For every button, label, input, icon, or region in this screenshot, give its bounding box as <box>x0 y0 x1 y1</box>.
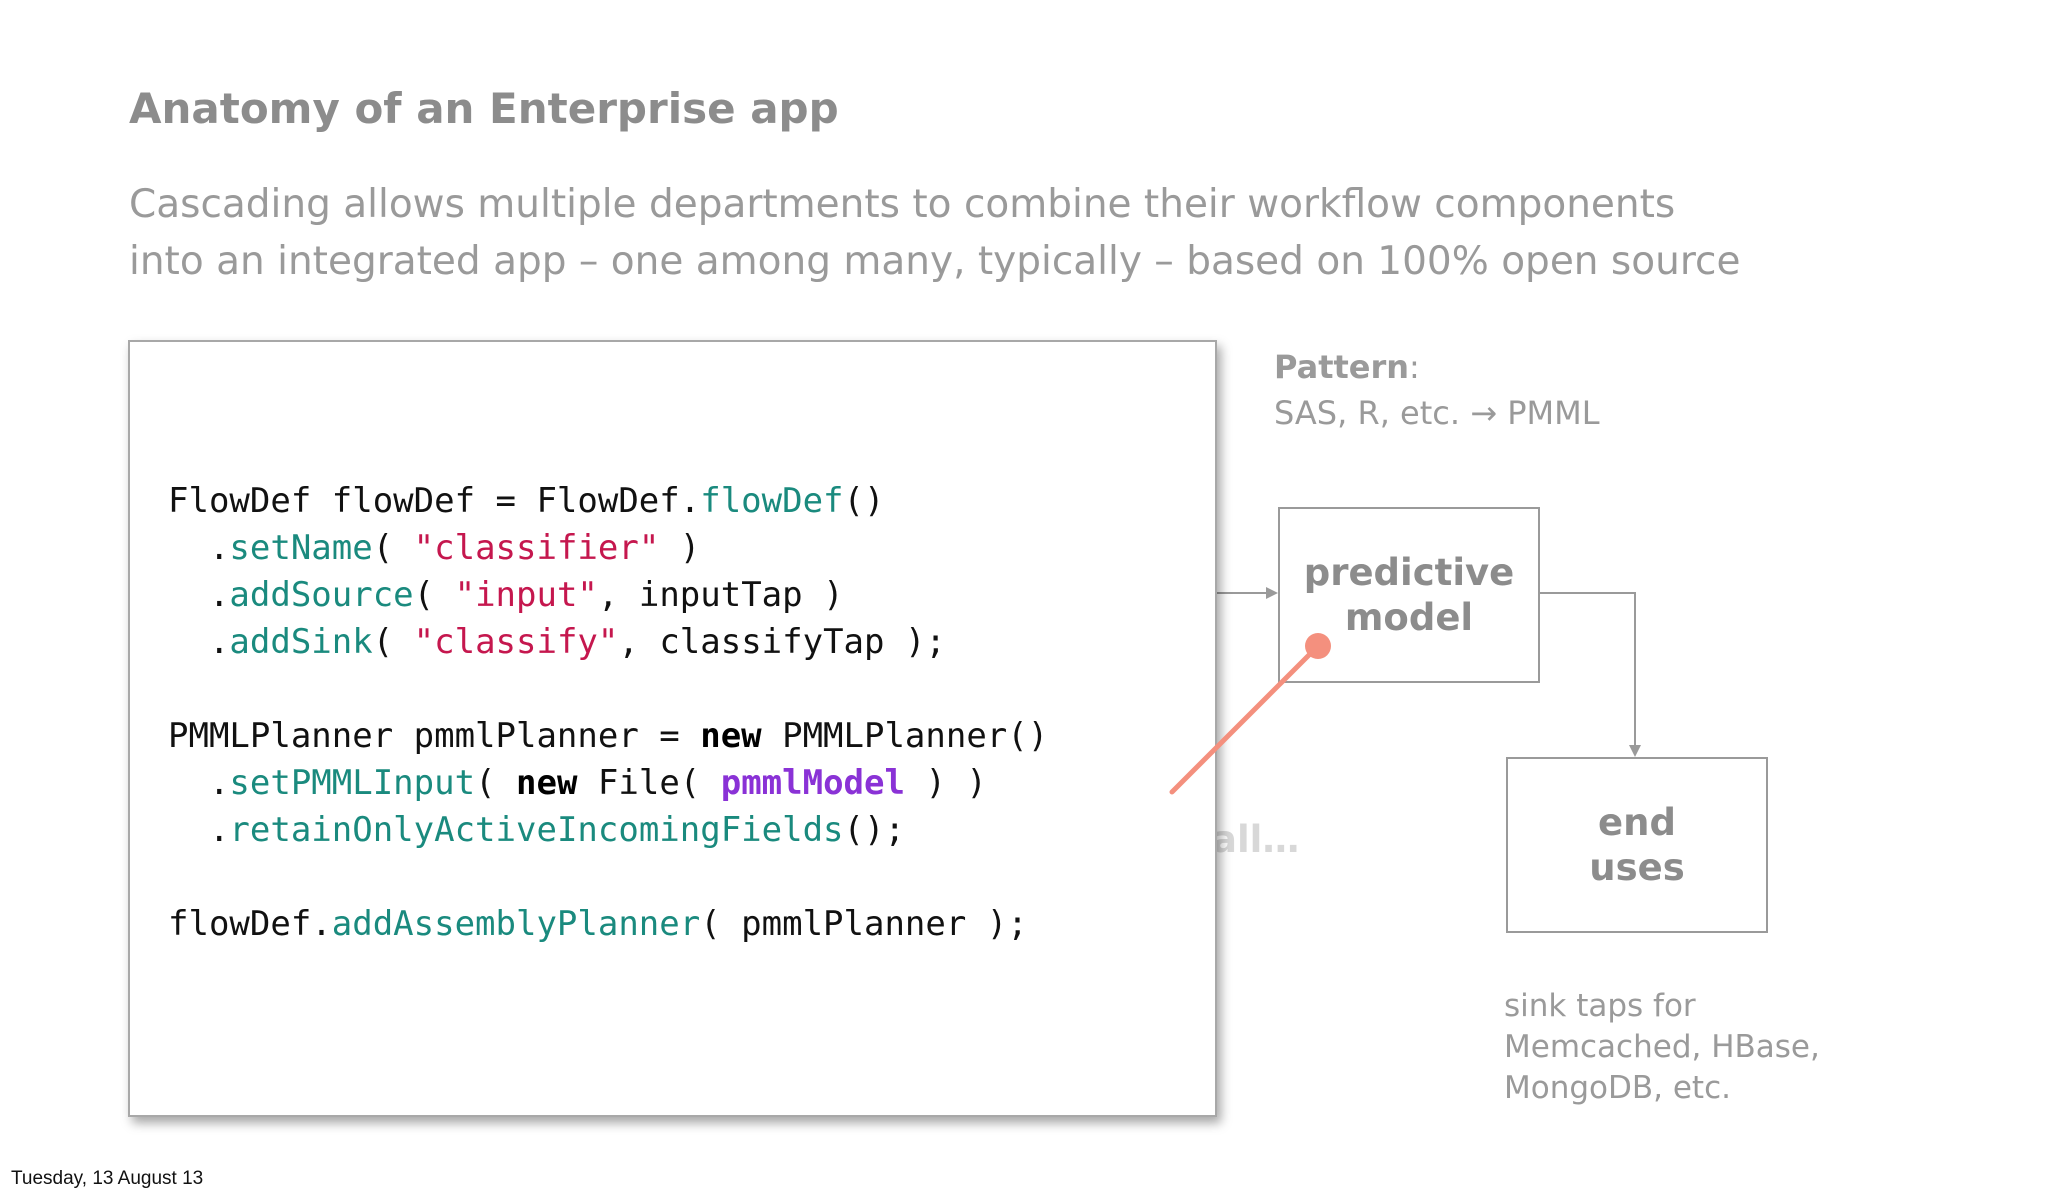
code-token: ) <box>659 528 701 568</box>
code-line-8: .retainOnlyActiveIncomingFields(); <box>168 807 1048 854</box>
code-token: ( <box>372 528 414 568</box>
pointer-line <box>1169 645 1319 795</box>
subtitle-line-2: into an integrated app – one among many,… <box>129 239 1741 284</box>
sink-taps-note: sink taps for Memcached, HBase, MongoDB,… <box>1504 986 1820 1109</box>
code-token: . <box>168 763 230 803</box>
code-method-retainonlyactiveincomingfields: retainOnlyActiveIncomingFields <box>229 810 844 850</box>
arrow-predictive-to-end-uses <box>1538 592 1641 757</box>
predictive-model-line-2: model <box>1344 596 1474 639</box>
code-variable-pmmlmodel: pmmlModel <box>720 763 905 803</box>
code-line-10: flowDef.addAssemblyPlanner( pmmlPlanner … <box>168 901 1048 948</box>
pattern-description: SAS, R, etc. → PMML <box>1274 394 1600 432</box>
code-token: (); <box>843 810 905 850</box>
code-line-7: .setPMMLInput( new File( pmmlModel ) ) <box>168 760 1048 807</box>
code-method-flowdef: flowDef <box>700 481 844 521</box>
pointer-dot <box>1305 633 1331 659</box>
footer-date: Tuesday, 13 August 13 <box>11 1168 204 1189</box>
code-method-setname: setName <box>229 528 373 568</box>
code-token: () <box>843 481 885 521</box>
code-block: FlowDef flowDef = FlowDef.flowDef() .set… <box>168 478 1048 948</box>
code-token: . <box>168 810 230 850</box>
end-uses-box: end uses <box>1506 757 1768 933</box>
sink-note-line-3: MongoDB, etc. <box>1504 1070 1731 1106</box>
code-panel: FlowDef flowDef = FlowDef.flowDef() .set… <box>128 340 1217 1117</box>
code-method-addsink: addSink <box>229 622 373 662</box>
predictive-model-line-1: predictive <box>1303 551 1515 594</box>
code-token: . <box>168 622 230 662</box>
code-line-6: PMMLPlanner pmmlPlanner = new PMMLPlanne… <box>168 713 1048 760</box>
code-token: FlowDef flowDef = FlowDef. <box>168 481 701 521</box>
code-token: ( pmmlPlanner ); <box>700 904 1028 944</box>
code-token: ( <box>475 763 517 803</box>
code-line-2: .setName( "classifier" ) <box>168 525 1048 572</box>
code-token: ) ) <box>904 763 987 803</box>
end-uses-line-1: end <box>1598 801 1676 844</box>
code-keyword-new: new <box>700 716 762 756</box>
code-token: ( <box>413 575 455 615</box>
code-line-4: .addSink( "classify", classifyTap ); <box>168 619 1048 666</box>
subtitle-line-1: Cascading allows multiple departments to… <box>129 182 1676 227</box>
code-token: File( <box>577 763 721 803</box>
code-string-input: "input" <box>454 575 598 615</box>
slide-subtitle: Cascading allows multiple departments to… <box>129 176 1741 290</box>
code-line-1: FlowDef flowDef = FlowDef.flowDef() <box>168 478 1048 525</box>
code-string-classifier: "classifier" <box>413 528 660 568</box>
code-line-3: .addSource( "input", inputTap ) <box>168 572 1048 619</box>
end-uses-line-2: uses <box>1589 846 1685 889</box>
code-keyword-new: new <box>516 763 578 803</box>
slide-title: Anatomy of an Enterprise app <box>129 84 839 133</box>
code-token: , classifyTap ); <box>618 622 946 662</box>
code-token: . <box>168 528 230 568</box>
pattern-label-colon: : <box>1409 348 1420 386</box>
pattern-label: Pattern <box>1274 348 1410 386</box>
pattern-note: Pattern: SAS, R, etc. → PMML <box>1274 344 1600 436</box>
sink-note-line-2: Memcached, HBase, <box>1504 1029 1820 1065</box>
faded-background-text: all… <box>1212 818 1300 861</box>
code-token: . <box>168 575 230 615</box>
code-method-addsource: addSource <box>229 575 414 615</box>
code-method-setpmmlinput: setPMMLInput <box>229 763 476 803</box>
sink-note-line-1: sink taps for <box>1504 988 1696 1024</box>
code-token: PMMLPlanner() <box>761 716 1049 756</box>
code-method-addassemblyplanner: addAssemblyPlanner <box>331 904 701 944</box>
code-token: PMMLPlanner pmmlPlanner = <box>168 716 701 756</box>
code-token: flowDef. <box>168 904 332 944</box>
code-token: , inputTap ) <box>597 575 844 615</box>
code-token: ( <box>372 622 414 662</box>
code-string-classify: "classify" <box>413 622 619 662</box>
